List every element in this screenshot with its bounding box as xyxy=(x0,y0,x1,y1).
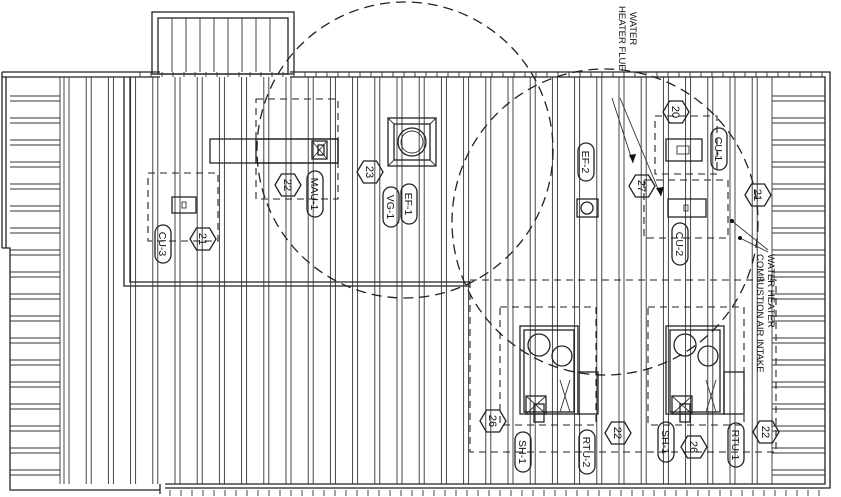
water-heater-flue-note: WATER HEATER FLUE xyxy=(616,6,638,71)
keynote-27: 27 xyxy=(628,174,656,198)
tag-rtu-2: RTU-2 xyxy=(578,429,596,475)
tag-ef-2-text: EF-2 xyxy=(579,151,591,174)
tag-cu-1: CU-1 xyxy=(710,127,728,171)
keynote-26-left: 26 xyxy=(479,409,507,433)
tag-mau-1-text: MAU-1 xyxy=(308,178,320,211)
water-heater-flue-line-2: HEATER FLUE xyxy=(616,6,627,71)
keynote-23: 23 xyxy=(356,160,384,184)
building-outline xyxy=(1,71,831,494)
clearance-circles xyxy=(256,1,759,376)
tag-cu-2-text: CU-2 xyxy=(673,232,685,257)
keynote-27-text: 27 xyxy=(635,180,647,192)
tag-ef-1: EF-1 xyxy=(400,183,418,225)
rtu-2-unit xyxy=(519,325,599,423)
rtu-curb-outline xyxy=(469,279,777,453)
tag-sh-1-left: SH-1 xyxy=(514,431,532,473)
keynote-22-rtu1-text: 22 xyxy=(759,426,771,438)
tag-cu-3: CU-3 xyxy=(154,224,172,264)
keynote-23-text: 23 xyxy=(363,166,375,178)
tag-mau-1: MAU-1 xyxy=(306,170,324,218)
tag-rtu-1: RTU-1 xyxy=(727,422,745,468)
tag-sh-1-left-text: SH-1 xyxy=(516,440,528,464)
keynote-20: 20 xyxy=(662,100,690,124)
tag-vg-1: VG-1 xyxy=(382,186,400,228)
combustion-air-intake-note: WATER HEATER COMBUSTION AIR INTAKE xyxy=(754,254,776,373)
keynote-26-right-text: 26 xyxy=(687,441,699,453)
keynote-22-mau-text: 22 xyxy=(281,179,293,191)
left-edge-framing xyxy=(10,77,61,484)
cu-3-unit xyxy=(147,172,219,242)
tag-cu-1-text: CU-1 xyxy=(712,137,724,162)
tag-vg-1-text: VG-1 xyxy=(384,195,396,220)
keynote-26-left-text: 26 xyxy=(486,415,498,427)
tag-sh-1-right-text: SH-1 xyxy=(659,430,671,454)
cu-2-unit xyxy=(643,179,729,239)
keynote-21-right-text: 21 xyxy=(751,189,763,201)
right-edge-framing xyxy=(771,77,825,484)
edge-tick-marks xyxy=(139,72,823,496)
keynote-21-right: 21 xyxy=(744,183,772,207)
tag-sh-1-right: SH-1 xyxy=(657,421,675,463)
tag-ef-2: EF-2 xyxy=(577,142,595,182)
tag-cu-3-text: CU-3 xyxy=(156,232,168,257)
note-leader-lines xyxy=(611,97,769,253)
combustion-intake-line-2: COMBUSTION AIR INTAKE xyxy=(754,254,765,373)
combustion-intake-line-1: WATER HEATER xyxy=(765,254,776,328)
keynote-21-left: 21 xyxy=(189,227,217,251)
keynote-22-rtu1: 22 xyxy=(752,420,780,444)
keynote-21-left-text: 21 xyxy=(196,233,208,245)
ef-2-exhaust-fan xyxy=(576,198,599,218)
tag-rtu-2-text: RTU-2 xyxy=(580,437,592,468)
tag-ef-1-text: EF-1 xyxy=(402,193,414,216)
keynote-26-right: 26 xyxy=(680,435,708,459)
roof-joist-lines xyxy=(63,77,758,484)
tag-cu-2: CU-2 xyxy=(671,222,689,266)
keynote-22-mau: 22 xyxy=(274,173,302,197)
roof-hatch-structure xyxy=(151,11,295,75)
keynote-22-rtu2: 22 xyxy=(604,421,632,445)
mau-1-unit xyxy=(209,98,339,200)
tag-rtu-1-text: RTU-1 xyxy=(729,430,741,461)
keynote-20-text: 20 xyxy=(669,106,681,118)
rtu-1-unit xyxy=(665,325,745,423)
keynote-22-rtu2-text: 22 xyxy=(611,427,623,439)
water-heater-flue-line-1: WATER xyxy=(627,12,638,45)
ef-1-exhaust-fan xyxy=(387,117,437,167)
